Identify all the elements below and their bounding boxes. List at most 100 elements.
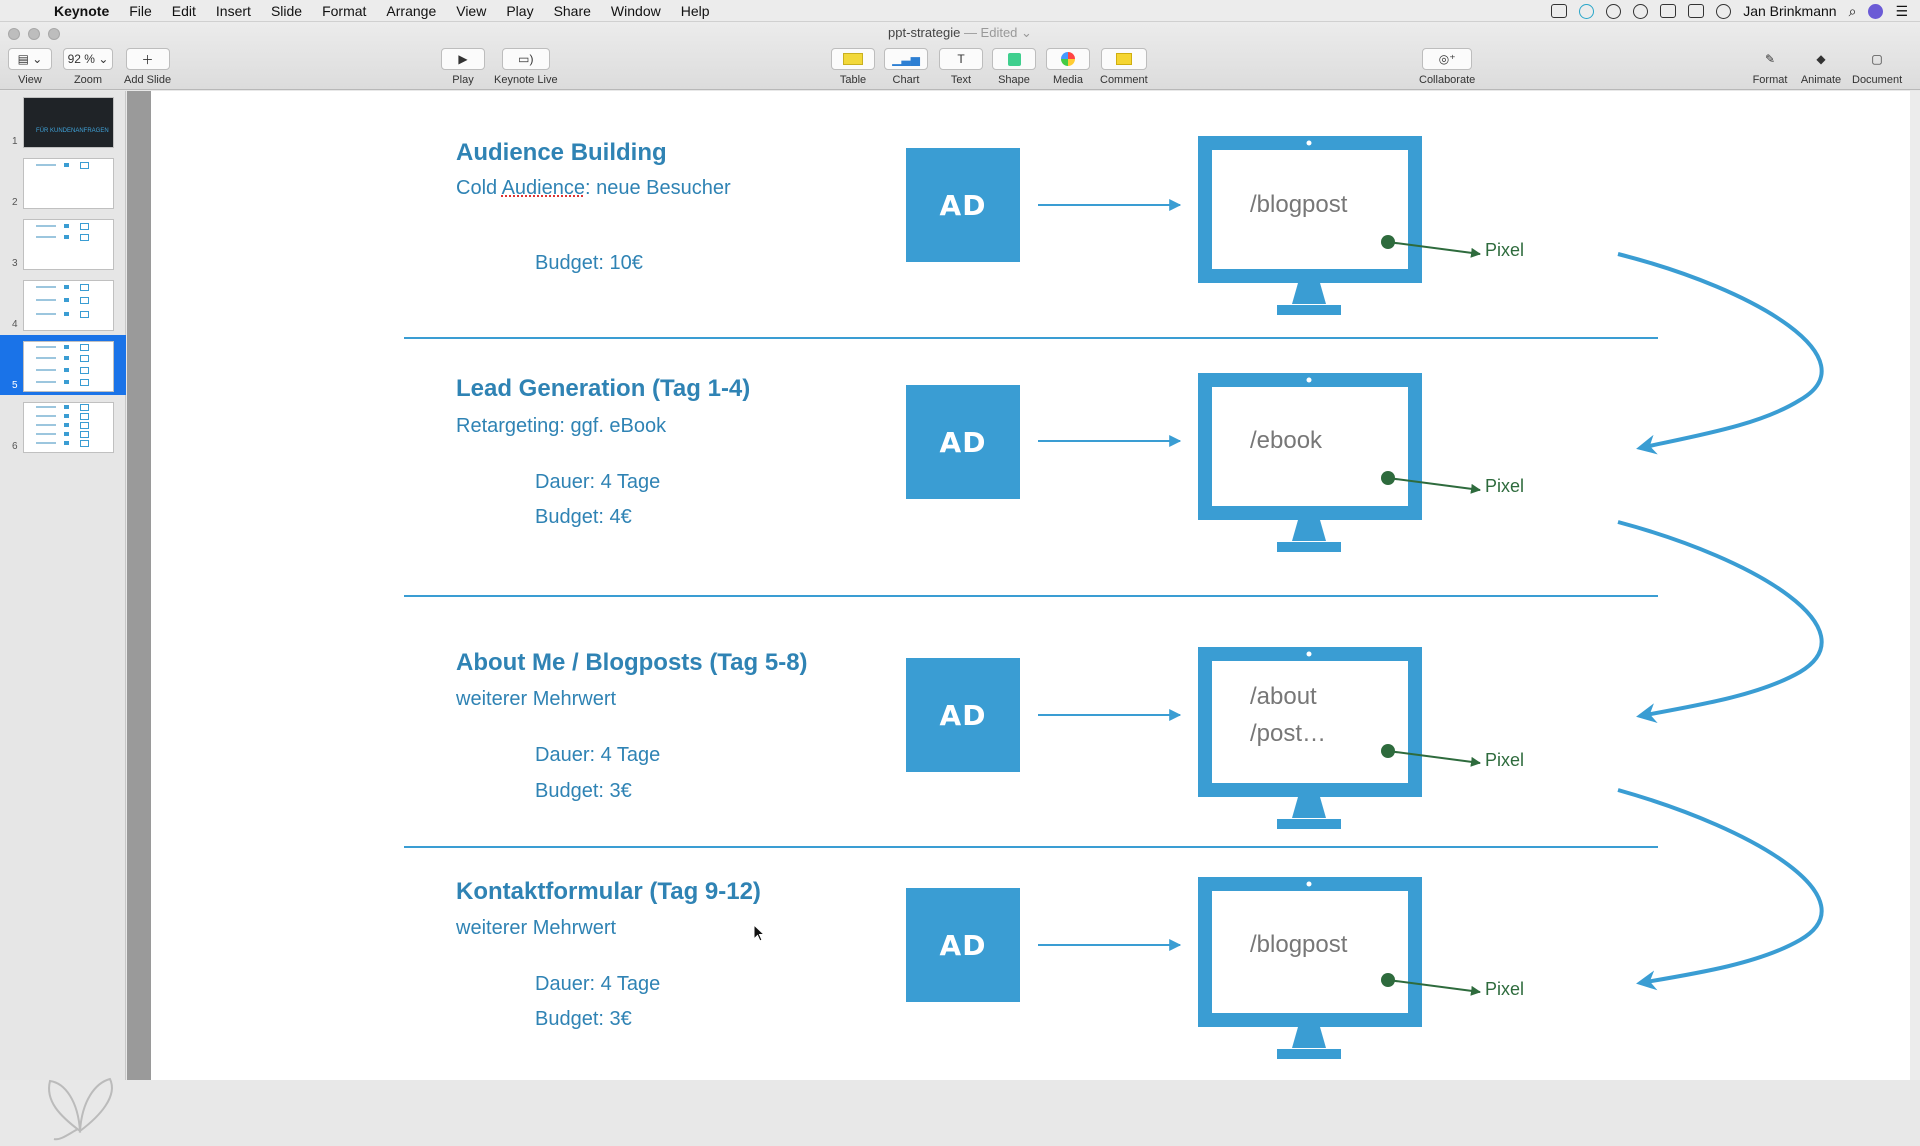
airplay-icon[interactable]	[1688, 4, 1705, 18]
menu-play[interactable]: Play	[506, 2, 534, 19]
section-subtitle[interactable]: Cold Audience: neue Besucher	[456, 177, 731, 200]
document-icon[interactable]: ▢	[1871, 52, 1883, 66]
section-duration[interactable]: Dauer: 4 Tage	[535, 471, 661, 493]
section-duration[interactable]: Dauer: 4 Tage	[535, 973, 661, 995]
notification-center-icon[interactable]: ☰	[1895, 2, 1908, 19]
view-control[interactable]: ▤ ⌄ View	[8, 48, 52, 86]
monitor-page-label[interactable]: /ebook	[1250, 427, 1323, 454]
menu-format[interactable]: Format	[322, 2, 367, 19]
comment-control[interactable]: Comment	[1100, 48, 1148, 86]
slide-thumb-row-3[interactable]: 3	[0, 213, 126, 273]
section-title[interactable]: Kontaktformular (Tag 9-12)	[456, 878, 761, 905]
table-control[interactable]: Table	[831, 48, 875, 86]
monitor-page-label-2[interactable]: /post…	[1250, 720, 1327, 747]
menu-share[interactable]: Share	[553, 2, 591, 19]
spotlight-search-icon[interactable]: ⌕	[1848, 2, 1857, 19]
collaborate-control[interactable]: ◎⁺ Collaborate	[1419, 48, 1475, 86]
animate-control[interactable]: ◆ Animate	[1799, 48, 1843, 86]
menu-view[interactable]: View	[456, 2, 487, 19]
monitor-page-label[interactable]: /blogpost	[1250, 931, 1348, 958]
pixel-label[interactable]: Pixel	[1485, 750, 1525, 770]
media-control[interactable]: Media	[1046, 48, 1090, 86]
menu-insert[interactable]: Insert	[215, 2, 251, 19]
section-subtitle[interactable]: Retargeting: ggf. eBook	[456, 415, 667, 437]
cloud-icon[interactable]	[1606, 3, 1622, 19]
ad-box[interactable]: AD	[906, 385, 1020, 499]
slide-thumb-row-4[interactable]: 4	[0, 274, 126, 334]
section-duration[interactable]: Dauer: 4 Tage	[535, 744, 661, 766]
document-title: ppt-strategie — Edited ⌄	[0, 25, 1920, 41]
sync-icon[interactable]	[1579, 3, 1595, 19]
ad-box[interactable]: AD	[906, 888, 1020, 1002]
add-slide-button[interactable]: ＋	[125, 48, 170, 70]
slide-thumb-row-2[interactable]: 2	[0, 152, 126, 212]
section-budget[interactable]: Budget: 3€	[535, 780, 632, 802]
notification-icon[interactable]	[1660, 4, 1677, 18]
title-chevron-icon[interactable]: ⌄	[1021, 25, 1032, 40]
zoom-control[interactable]: 92 % ⌄ Zoom	[63, 48, 113, 86]
shape-control[interactable]: Shape	[992, 48, 1036, 86]
menu-window[interactable]: Window	[610, 2, 661, 19]
pixel-label[interactable]: Pixel	[1485, 476, 1525, 496]
menu-app-name[interactable]: Keynote	[54, 2, 110, 19]
monitor-page-label[interactable]: /about	[1250, 683, 1317, 710]
zoom-select[interactable]: 92 % ⌄	[63, 48, 113, 70]
section-subtitle[interactable]: weiterer Mehrwert	[456, 917, 617, 939]
menu-file[interactable]: File	[129, 2, 152, 19]
keynote-live-control[interactable]: ▭) Keynote Live	[494, 48, 558, 86]
slide-thumbnail[interactable]: FÜR KUNDENANFRAGEN	[23, 97, 114, 148]
screen-record-icon[interactable]	[1551, 4, 1568, 18]
subtitle-text: : neue Besucher	[585, 177, 731, 199]
ad-box[interactable]: AD	[906, 658, 1020, 772]
time-machine-icon[interactable]	[1716, 3, 1732, 19]
slide-thumb-row-1[interactable]: FÜR KUNDENANFRAGEN 1	[0, 91, 126, 151]
monitor-page-label[interactable]: /blogpost	[1250, 191, 1348, 218]
media-icon[interactable]	[1046, 48, 1090, 70]
chart-control[interactable]: ▁▃▅ Chart	[884, 48, 928, 86]
user-name[interactable]: Jan Brinkmann	[1743, 3, 1837, 19]
section-title[interactable]: Lead Generation (Tag 1-4)	[456, 375, 751, 402]
window-minimize-button[interactable]	[28, 28, 40, 40]
play-button[interactable]: ▶	[441, 48, 485, 70]
ad-box[interactable]: AD	[906, 148, 1020, 262]
add-slide-control[interactable]: ＋ Add Slide	[124, 48, 171, 86]
siri-icon[interactable]	[1868, 3, 1884, 19]
menu-slide[interactable]: Slide	[270, 2, 303, 19]
keynote-live-button[interactable]: ▭)	[501, 48, 550, 70]
collaborate-icon[interactable]: ◎⁺	[1422, 48, 1473, 70]
section-budget[interactable]: Budget: 4€	[535, 506, 632, 528]
window-zoom-button[interactable]	[48, 28, 60, 40]
slide-canvas[interactable]	[151, 91, 1910, 1080]
shape-icon[interactable]	[992, 48, 1036, 70]
chart-icon[interactable]: ▁▃▅	[884, 48, 928, 70]
slide-thumbnail[interactable]	[23, 402, 114, 453]
window-close-button[interactable]	[8, 28, 20, 40]
play-control[interactable]: ▶ Play	[441, 48, 485, 86]
menu-arrange[interactable]: Arrange	[386, 2, 437, 19]
password-icon[interactable]	[1633, 3, 1649, 19]
text-icon[interactable]: T	[939, 48, 983, 70]
section-budget[interactable]: Budget: 3€	[535, 1008, 632, 1030]
pixel-label[interactable]: Pixel	[1485, 240, 1525, 260]
section-subtitle[interactable]: weiterer Mehrwert	[456, 688, 617, 710]
slide-thumb-row-6[interactable]: 6	[0, 396, 126, 456]
slide-thumbnail[interactable]	[23, 158, 114, 209]
sidebar-icon[interactable]: ▤ ⌄	[8, 48, 52, 70]
menu-edit[interactable]: Edit	[171, 2, 196, 19]
pixel-label[interactable]: Pixel	[1485, 979, 1525, 999]
text-control[interactable]: T Text	[939, 48, 983, 86]
section-budget[interactable]: Budget: 10€	[535, 252, 643, 274]
section-title[interactable]: About Me / Blogposts (Tag 5-8)	[456, 649, 808, 676]
format-icon[interactable]: ✎	[1764, 52, 1776, 66]
menu-help[interactable]: Help	[680, 2, 710, 19]
slide-thumb-row-5[interactable]: 5	[0, 335, 126, 395]
slide-thumbnail[interactable]	[23, 341, 114, 392]
slide-thumbnail[interactable]	[23, 219, 114, 270]
slide-thumbnail[interactable]	[23, 280, 114, 331]
animate-icon[interactable]: ◆	[1816, 52, 1826, 66]
table-icon[interactable]	[831, 48, 875, 70]
format-control[interactable]: ✎ Format	[1751, 48, 1789, 86]
section-title[interactable]: Audience Building	[456, 139, 667, 166]
comment-icon[interactable]	[1100, 48, 1147, 70]
document-control[interactable]: ▢ Document	[1852, 48, 1902, 86]
